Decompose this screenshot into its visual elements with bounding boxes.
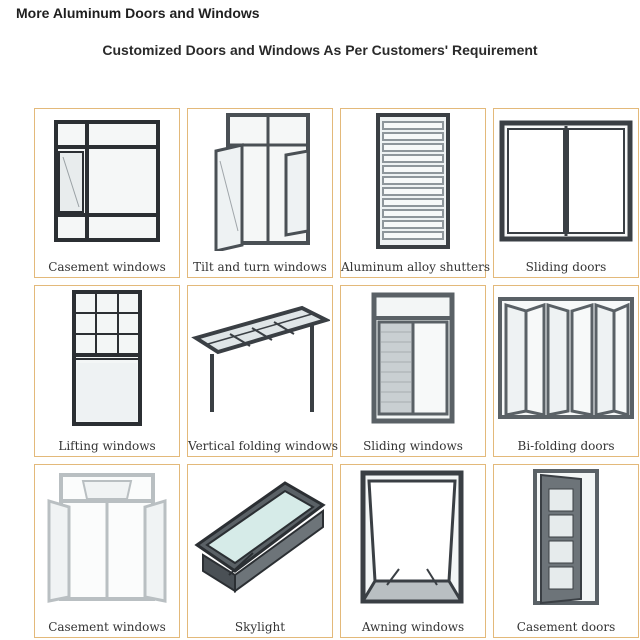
product-card-lifting-windows[interactable]: Lifting windows: [34, 285, 180, 457]
product-card-casement-windows-white[interactable]: Casement windows: [34, 464, 180, 638]
bi-folding-door-icon: [498, 297, 634, 419]
louver-shutter-icon: [376, 113, 450, 249]
tilt-turn-window-icon: [214, 113, 310, 251]
product-label: Awning windows: [361, 620, 465, 634]
product-card-casement-windows[interactable]: Casement windows: [34, 108, 180, 278]
product-label: Bi-folding doors: [517, 439, 615, 453]
section-title: More Aluminum Doors and Windows: [16, 5, 260, 21]
product-label: Vertical folding windows: [188, 439, 339, 453]
sliding-window-icon: [371, 292, 455, 424]
product-card-awning-windows[interactable]: Awning windows: [340, 464, 486, 638]
product-card-vertical-folding-windows[interactable]: Vertical folding windows: [187, 285, 339, 457]
vertical-folding-window-icon: [191, 305, 330, 412]
product-card-bi-folding-doors[interactable]: Bi-folding doors: [493, 285, 639, 457]
casement-door-icon: [533, 469, 599, 605]
product-card-aluminum-alloy-shutters[interactable]: Aluminum alloy shutters: [340, 108, 491, 278]
product-label: Sliding windows: [363, 439, 463, 453]
product-label: Casement windows: [48, 260, 166, 274]
white-casement-window-icon: [47, 473, 167, 603]
casement-window-icon: [54, 120, 160, 242]
product-card-casement-doors[interactable]: Casement doors: [493, 464, 639, 638]
product-label: Lifting windows: [58, 439, 156, 453]
product-card-sliding-doors[interactable]: Sliding doors: [493, 108, 639, 278]
lifting-window-icon: [72, 290, 142, 426]
product-card-tilt-turn-windows[interactable]: Tilt and turn windows: [187, 108, 333, 278]
product-card-sliding-windows[interactable]: Sliding windows: [340, 285, 486, 457]
product-label: Sliding doors: [525, 260, 607, 274]
product-label: Aluminum alloy shutters: [341, 260, 491, 274]
product-grid: Casement windows Tilt and turn windows: [34, 108, 640, 640]
awning-window-icon: [360, 470, 464, 604]
sliding-door-icon: [499, 120, 633, 242]
product-label: Tilt and turn windows: [193, 260, 327, 274]
skylight-icon: [194, 481, 326, 593]
product-label: Casement windows: [48, 620, 166, 634]
product-label: Skylight: [234, 620, 286, 634]
subtitle: Customized Doors and Windows As Per Cust…: [102, 42, 538, 58]
product-card-skylight[interactable]: Skylight: [187, 464, 333, 638]
product-label: Casement doors: [516, 620, 616, 634]
